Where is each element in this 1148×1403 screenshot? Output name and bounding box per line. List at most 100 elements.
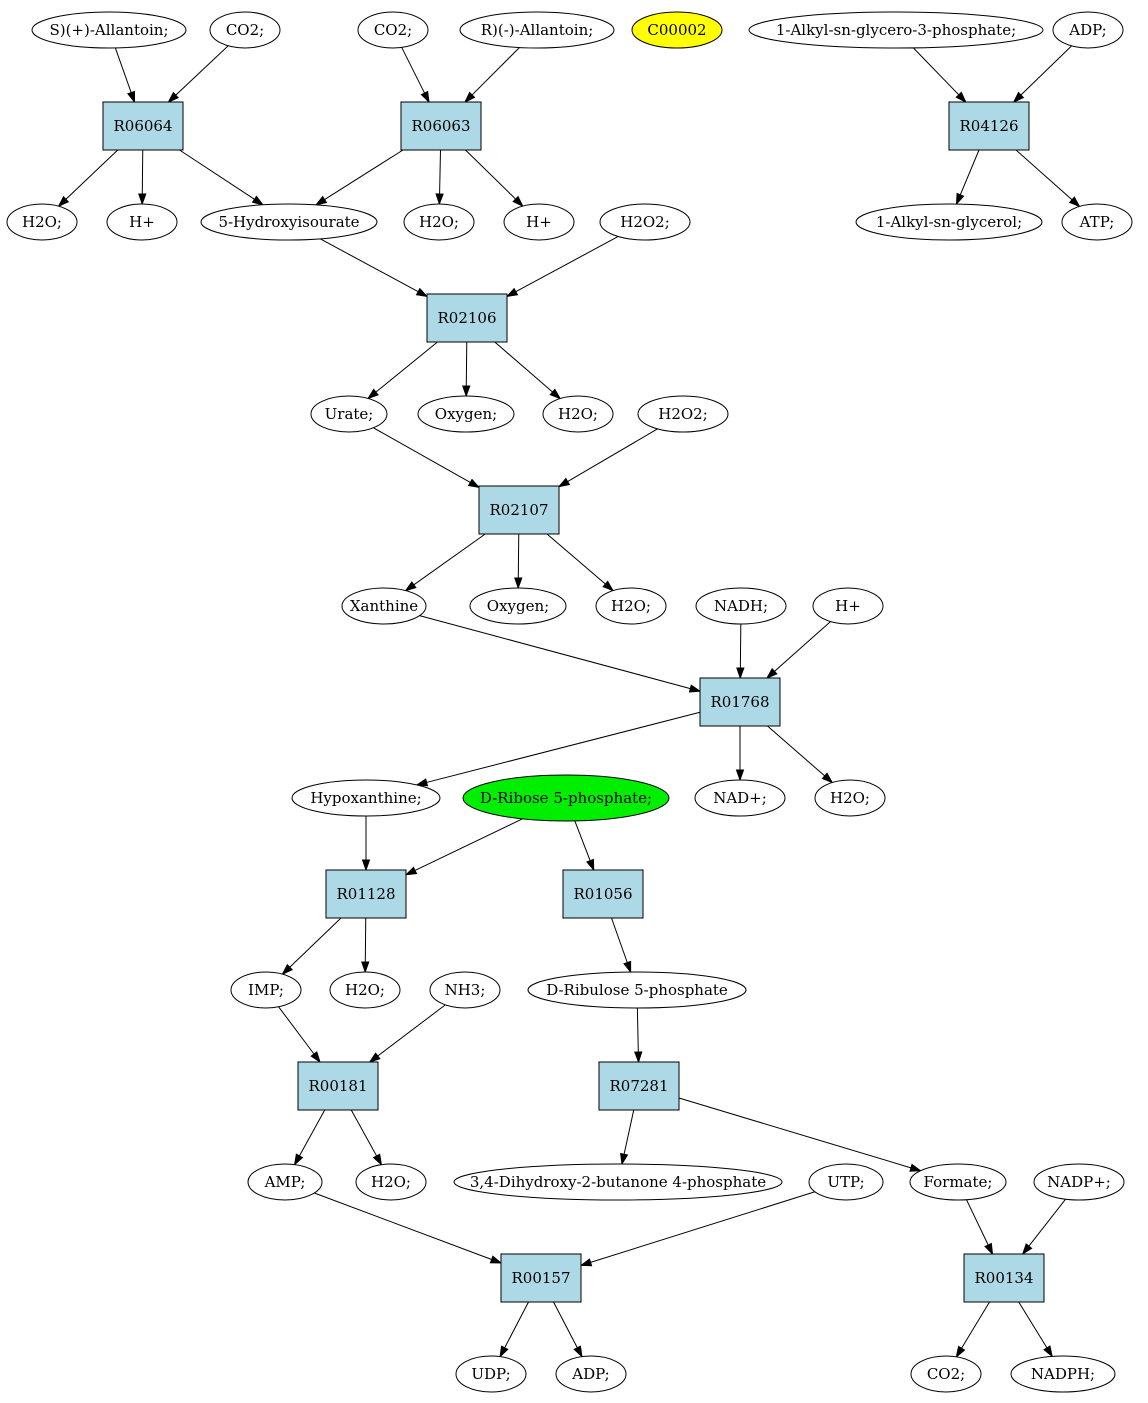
edge-line xyxy=(912,47,960,96)
compound-node-formate[interactable]: Formate; xyxy=(909,1163,1007,1201)
compound-ellipse xyxy=(455,1355,527,1393)
edge-d-ribulose-5-phosphate-to-r07281 xyxy=(634,1007,643,1064)
compound-node-c00002[interactable]: C00002 xyxy=(631,11,723,49)
reaction-node-r01056[interactable]: R01056 xyxy=(562,869,644,919)
edge-r06064-to-h2o xyxy=(57,149,119,208)
compound-node-h2o2[interactable]: H2O2; xyxy=(599,203,691,241)
compound-ellipse xyxy=(503,203,575,241)
edge-imp-to-r00181 xyxy=(278,1006,321,1064)
reaction-node-r06064[interactable]: R06064 xyxy=(102,101,184,151)
compound-ellipse xyxy=(462,774,670,822)
compound-node-1-alkyl-sn-glycerol[interactable]: 1-Alkyl-sn-glycerol; xyxy=(855,203,1043,241)
compound-node-nadh[interactable]: NADH; xyxy=(695,587,787,625)
compound-node-co2[interactable]: CO2; xyxy=(209,11,281,49)
compound-node-r-allantoin[interactable]: R)(-)-Allantoin; xyxy=(459,11,615,49)
edge-r02107-to-oxygen xyxy=(514,533,523,590)
compound-node-h2o2[interactable]: H2O2; xyxy=(637,395,729,433)
compound-node-nadp[interactable]: NADP+; xyxy=(1033,1163,1125,1201)
edge-line xyxy=(413,533,486,586)
reaction-box xyxy=(562,869,644,919)
compound-node-oxygen[interactable]: Oxygen; xyxy=(417,395,515,433)
edge-line xyxy=(959,149,980,196)
compound-node-h2o[interactable]: H2O; xyxy=(329,971,401,1009)
edge-formate-to-r00134 xyxy=(966,1199,994,1256)
node-label: D-Ribulose 5-phosphate xyxy=(546,981,728,999)
edge-line xyxy=(298,1109,326,1157)
edge-h-to-r01768 xyxy=(765,621,831,680)
compound-node-hypoxanthine[interactable]: Hypoxanthine; xyxy=(291,779,441,817)
compound-ellipse xyxy=(1052,11,1124,49)
edge-line xyxy=(1028,1198,1066,1247)
compound-node-h2o[interactable]: H2O; xyxy=(595,587,667,625)
compound-node-oxygen[interactable]: Oxygen; xyxy=(469,587,567,625)
edge-r00134-to-nadph xyxy=(1018,1301,1053,1358)
compound-node-urate[interactable]: Urate; xyxy=(310,395,388,433)
compound-node-h2o[interactable]: H2O; xyxy=(355,1163,427,1201)
reaction-node-r00134[interactable]: R00134 xyxy=(963,1253,1045,1303)
reaction-node-r07281[interactable]: R07281 xyxy=(598,1061,680,1111)
reaction-node-r06063[interactable]: R06063 xyxy=(400,101,482,151)
reaction-node-r01768[interactable]: R01768 xyxy=(699,677,781,727)
compound-node-1-alkyl-sn-glycero-3-phosphate[interactable]: 1-Alkyl-sn-glycero-3-phosphate; xyxy=(748,11,1044,49)
edge-r00157-to-udp xyxy=(499,1301,529,1358)
edge-line xyxy=(439,149,441,195)
compound-node-adp[interactable]: ADP; xyxy=(1052,11,1124,49)
edge-line xyxy=(175,45,229,96)
compound-node-h2o[interactable]: H2O; xyxy=(814,779,886,817)
compound-node-udp[interactable]: UDP; xyxy=(455,1355,527,1393)
compound-node-atp[interactable]: ATP; xyxy=(1061,203,1133,241)
compound-node-h[interactable]: H+ xyxy=(106,203,178,241)
edge-line xyxy=(553,1301,578,1348)
edge-line xyxy=(65,149,119,200)
reaction-node-r01128[interactable]: R01128 xyxy=(325,869,407,919)
edge-1-alkyl-sn-glycero-3-phosphate-to-r04126 xyxy=(912,47,967,104)
compound-node-s-allantoin[interactable]: S)(+)-Allantoin; xyxy=(31,11,187,49)
compound-node-h[interactable]: H+ xyxy=(503,203,575,241)
compound-node-imp[interactable]: IMP; xyxy=(230,971,302,1009)
compound-node-amp[interactable]: AMP; xyxy=(247,1163,323,1201)
edge-line xyxy=(377,1004,446,1057)
arrowhead xyxy=(420,90,430,104)
compound-node-d-ribose-5-phosphate[interactable]: D-Ribose 5-phosphate; xyxy=(462,774,670,822)
compound-ellipse xyxy=(555,1355,627,1393)
compound-node-co2[interactable]: CO2; xyxy=(910,1355,982,1393)
compound-node-co2[interactable]: CO2; xyxy=(357,11,429,49)
node-label: Oxygen; xyxy=(435,405,497,423)
compound-node-nh3[interactable]: NH3; xyxy=(429,971,501,1009)
edge-r07281-to-3-4-dihydroxy-2-butanone-4-phosphate xyxy=(620,1109,635,1166)
compound-node-nad[interactable]: NAD+; xyxy=(694,779,786,817)
edge-h2o2-to-r02106 xyxy=(505,236,619,298)
compound-ellipse xyxy=(694,779,786,817)
reaction-node-r04126[interactable]: R04126 xyxy=(948,101,1030,151)
arrowhead xyxy=(415,778,429,787)
edge-r04126-to-atp xyxy=(1015,149,1081,208)
compound-ellipse xyxy=(855,203,1043,241)
compound-node-xanthine[interactable]: Xanthine xyxy=(341,587,427,625)
compound-node-d-ribulose-5-phosphate[interactable]: D-Ribulose 5-phosphate xyxy=(527,971,747,1009)
node-label: IMP; xyxy=(248,981,284,999)
node-label: R)(-)-Allantoin; xyxy=(481,21,594,39)
reaction-node-r00181[interactable]: R00181 xyxy=(297,1061,379,1111)
edge-s-allantoin-to-r06064 xyxy=(114,47,136,104)
reaction-node-r02106[interactable]: R02106 xyxy=(426,293,508,343)
edge-line xyxy=(515,236,619,293)
compound-node-3-4-dihydroxy-2-butanone-4-phosphate[interactable]: 3,4-Dihydroxy-2-butanone 4-phosphate xyxy=(453,1163,783,1201)
compound-node-h2o[interactable]: H2O; xyxy=(6,203,78,241)
compound-node-5-hydroxyisourate[interactable]: 5-Hydroxyisourate xyxy=(200,203,378,241)
arrowhead xyxy=(909,1163,923,1172)
compound-node-utp[interactable]: UTP; xyxy=(808,1163,884,1201)
arrowhead xyxy=(634,1051,643,1064)
compound-node-nadph[interactable]: NADPH; xyxy=(1010,1355,1116,1393)
arrowhead xyxy=(1043,1345,1053,1358)
reaction-node-r02107[interactable]: R02107 xyxy=(478,485,560,535)
compound-node-h2o[interactable]: H2O; xyxy=(542,395,614,433)
reaction-node-r00157[interactable]: R00157 xyxy=(500,1253,582,1303)
compound-node-h2o[interactable]: H2O; xyxy=(403,203,475,241)
edge-line xyxy=(767,725,826,777)
edge-nadp-to-r00134 xyxy=(1021,1198,1066,1256)
edge-line xyxy=(1018,1301,1048,1349)
compound-node-adp[interactable]: ADP; xyxy=(555,1355,627,1393)
node-label: ADP; xyxy=(571,1365,609,1383)
compound-node-h[interactable]: H+ xyxy=(812,587,884,625)
